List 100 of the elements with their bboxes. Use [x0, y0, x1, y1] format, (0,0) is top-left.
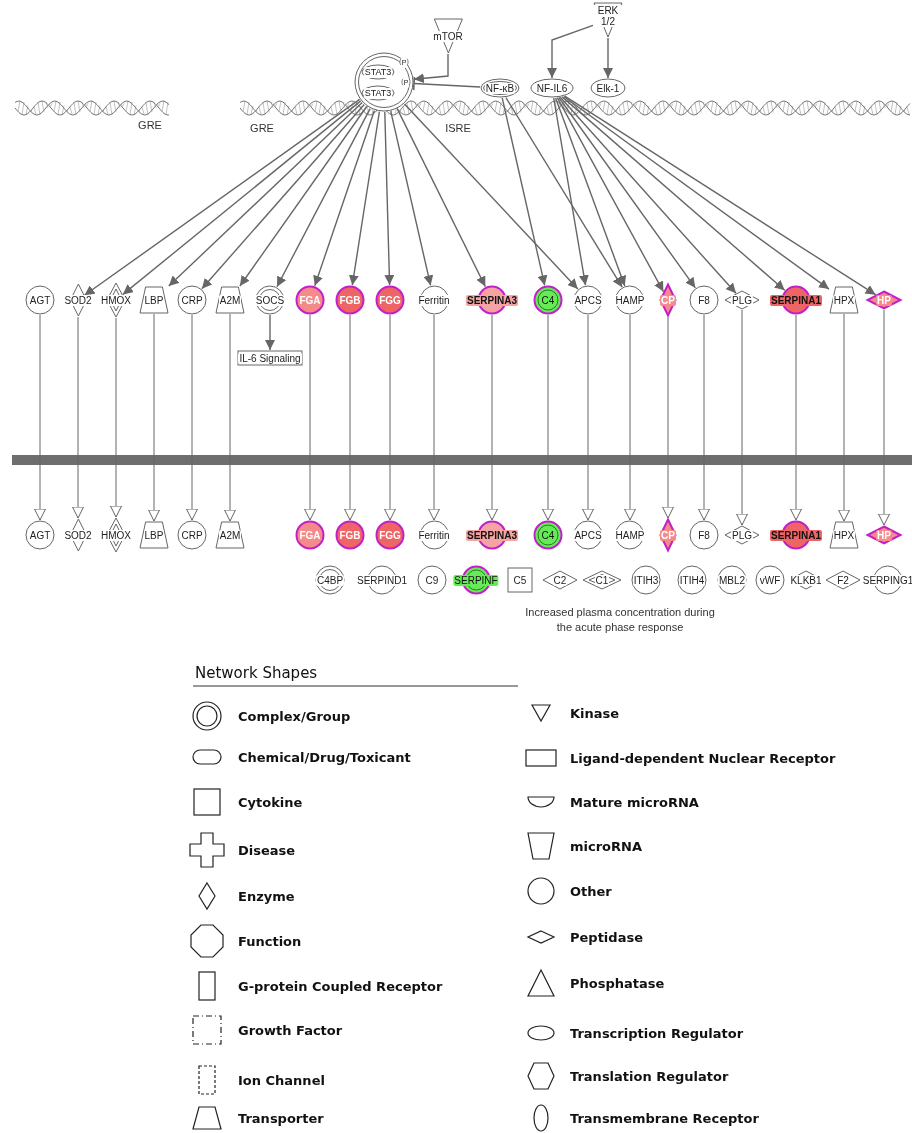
circle-node: vWF [755, 565, 785, 595]
element-label: ISRE [445, 122, 471, 134]
trapezoid-node: A2M [215, 286, 245, 314]
circle-node: AGT [25, 285, 55, 315]
legend-text: Transmembrane Receptor [570, 1110, 759, 1126]
circle-node: FGG [375, 285, 405, 315]
circle-node: AGT [25, 520, 55, 550]
circle-node: CRP [177, 285, 207, 315]
diamond-node: CP [659, 518, 677, 552]
arrow [384, 111, 395, 286]
rect-node: IL-6 Signaling [237, 350, 303, 366]
arrow [110, 317, 122, 518]
trapezoid-node: HPX [829, 286, 859, 314]
double-ellipse-node: NF-κB [480, 78, 520, 98]
complex-circle [354, 52, 414, 112]
arrow [276, 107, 371, 288]
arrow [662, 316, 674, 519]
arrow [148, 313, 160, 522]
flat-diamond-node: PLG [724, 290, 760, 310]
legend-text: Complex/Group [238, 708, 351, 724]
arrow [384, 314, 396, 521]
circle-node: C9 [417, 565, 447, 595]
arrow [558, 96, 696, 289]
legend-text: Translation Regulator [570, 1068, 729, 1084]
circle-node: F8 [689, 285, 719, 315]
arrow [348, 110, 381, 286]
arrow [486, 314, 498, 521]
trapezoid-node: LBP [139, 286, 169, 314]
diamond-node: CP [659, 283, 677, 317]
element-label: GRE [250, 122, 274, 134]
arrow [838, 313, 850, 522]
circle-node: APCS [573, 520, 603, 550]
legend-text: Phosphatase [570, 975, 665, 991]
circle-node: APCS [573, 285, 603, 315]
legend-text: Cytokine [238, 794, 303, 810]
circle-node: Ferritin [417, 285, 451, 315]
arrow [553, 97, 589, 286]
legend-text: Chemical/Drug/Toxicant [238, 749, 411, 765]
arrow [542, 314, 554, 521]
triangle-node: mTOR [432, 18, 464, 54]
element-label: GRE [138, 119, 162, 131]
flat-diamond-node: KLKB1 [788, 570, 824, 590]
arrow [736, 309, 748, 526]
circle-node: FGB [335, 520, 365, 550]
legend-text: Transcription Regulator [570, 1025, 744, 1041]
arrow [554, 97, 627, 287]
circle-node: ITIH3 [631, 565, 661, 595]
arrow [304, 314, 316, 521]
arrow [201, 103, 365, 290]
arrow [698, 314, 710, 521]
circle-node: MBL2 [717, 565, 747, 595]
legend-text: Ligand-dependent Nuclear Receptor [570, 750, 836, 766]
legend-text: Other [570, 883, 612, 899]
arrow [501, 97, 548, 287]
ellipse-node: Elk-1 [590, 78, 626, 98]
arrow [224, 313, 236, 522]
circle-node: FGA [295, 285, 325, 315]
arrow [556, 97, 665, 293]
double-circle-node: SOCS [254, 285, 286, 315]
double-circle-node: C4 [533, 285, 563, 315]
flat-diamond-node: F2 [825, 570, 861, 590]
circle-node: FGA [295, 520, 325, 550]
arrow [34, 314, 46, 521]
circle-node: ITIH4 [677, 565, 707, 595]
legend-text: Kinase [570, 705, 620, 721]
arrow [344, 314, 356, 521]
ellipse-node: NF-IL6 [530, 78, 574, 98]
circle-node: FGB [335, 285, 365, 315]
legend-text: G-protein Coupled Receptor [238, 978, 443, 994]
legend-heading: Network Shapes [195, 664, 318, 682]
arrow [239, 105, 368, 287]
circle-node: CRP [177, 520, 207, 550]
legend-text: Enzyme [238, 888, 295, 904]
arrow [603, 37, 613, 79]
ellipse-node: STAT3 [361, 85, 395, 101]
arrow [790, 314, 802, 521]
arrow [403, 103, 579, 290]
arrow [168, 101, 363, 287]
arrow [563, 95, 830, 290]
legend-text: Peptidase [570, 929, 643, 945]
arrow [396, 108, 486, 288]
arrow [83, 98, 361, 296]
arrow [582, 314, 594, 521]
arrow [428, 314, 440, 521]
legend-text: Ion Channel [238, 1072, 325, 1088]
square-node: C5 [507, 567, 533, 593]
circle-node: HAMP [614, 285, 646, 315]
trapezoid-node: A2M [215, 521, 245, 549]
legend-text: Function [238, 933, 302, 949]
arrow [390, 110, 434, 287]
inhibition-line [412, 75, 481, 92]
arrow [72, 316, 84, 519]
flat-diamond-node: HP [866, 290, 902, 310]
arrow [413, 53, 449, 84]
legend-text: Mature microRNA [570, 794, 699, 810]
trapezoid-node: LBP [139, 521, 169, 549]
legend-text: microRNA [570, 838, 642, 854]
flat-diamond-node: HP [866, 525, 902, 545]
legend-text: Transporter [238, 1110, 324, 1126]
trapezoid-node: HPX [829, 521, 859, 549]
